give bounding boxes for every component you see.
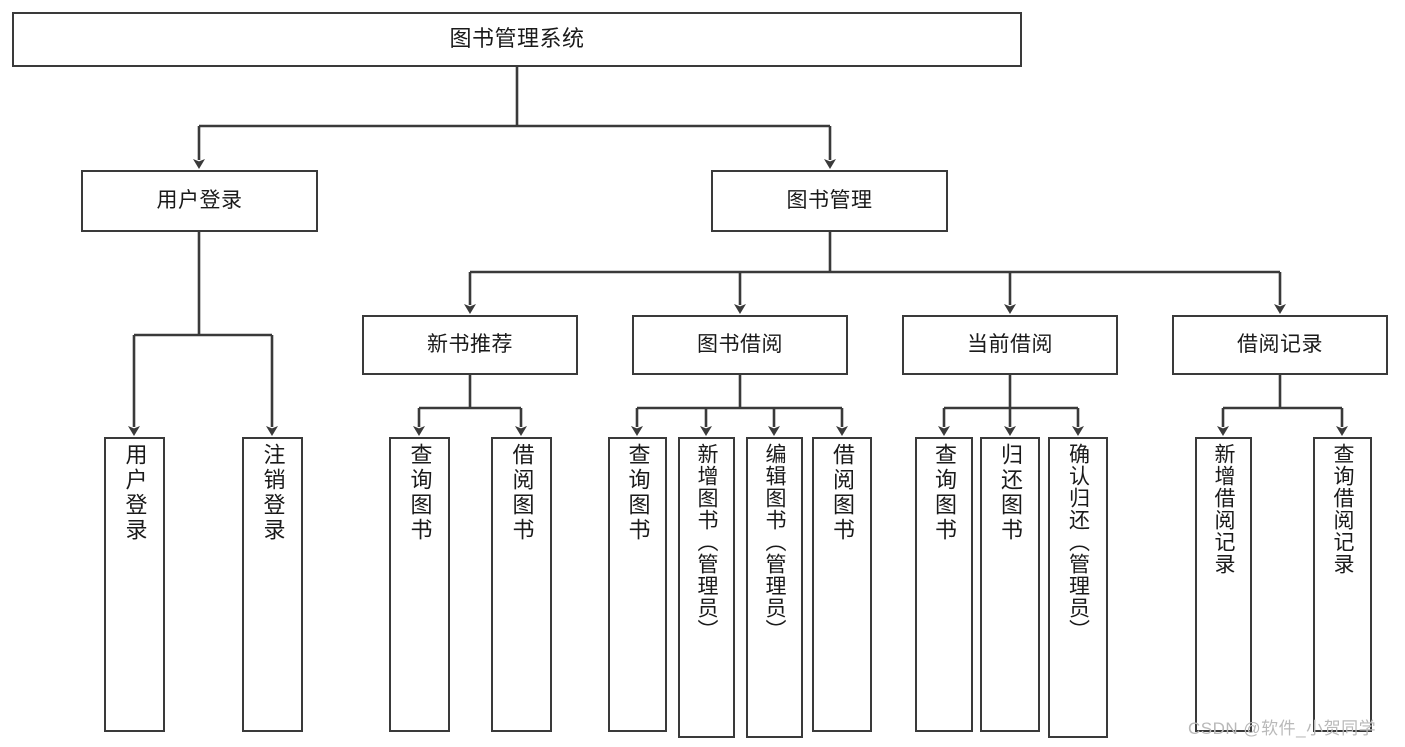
- node-label: 确认归还（管理员）: [1066, 443, 1090, 641]
- node-leaf-query-book-recommend[interactable]: 查询图书: [389, 437, 450, 732]
- node-label: 用户登录: [156, 189, 243, 213]
- node-leaf-add-borrow-record[interactable]: 新增借阅记录: [1195, 437, 1252, 732]
- node-label: 归还图书: [998, 443, 1023, 543]
- node-leaf-borrow-book-recommend[interactable]: 借阅图书: [491, 437, 552, 732]
- node-leaf-edit-book-admin[interactable]: 编辑图书（管理员）: [746, 437, 803, 738]
- node-label: 编辑图书（管理员）: [763, 443, 786, 641]
- node-label: 借阅记录: [1237, 333, 1323, 357]
- node-leaf-borrow-book[interactable]: 借阅图书: [812, 437, 872, 732]
- node-book-management[interactable]: 图书管理: [711, 170, 948, 232]
- node-label: 新增借阅记录: [1212, 443, 1235, 575]
- node-root-system[interactable]: 图书管理系统: [12, 12, 1022, 67]
- node-label: 新增图书（管理员）: [695, 443, 718, 641]
- node-leaf-confirm-return-admin[interactable]: 确认归还（管理员）: [1048, 437, 1108, 738]
- node-label: 借阅图书: [830, 443, 855, 543]
- node-label: 查询图书: [932, 443, 957, 543]
- node-current-borrow[interactable]: 当前借阅: [902, 315, 1118, 375]
- node-new-book-recommend[interactable]: 新书推荐: [362, 315, 578, 375]
- node-leaf-add-book-admin[interactable]: 新增图书（管理员）: [678, 437, 735, 738]
- node-leaf-query-book-current[interactable]: 查询图书: [915, 437, 973, 732]
- node-leaf-user-login[interactable]: 用户登录: [104, 437, 165, 732]
- node-label: 注销登录: [260, 443, 286, 543]
- node-label: 查询借阅记录: [1331, 443, 1354, 575]
- node-label: 查询图书: [625, 443, 651, 543]
- node-label: 图书管理系统: [449, 26, 585, 52]
- node-label: 查询图书: [407, 443, 433, 543]
- node-label: 新书推荐: [427, 333, 513, 357]
- node-borrow-record[interactable]: 借阅记录: [1172, 315, 1388, 375]
- node-leaf-logout[interactable]: 注销登录: [242, 437, 303, 732]
- node-label: 当前借阅: [967, 333, 1053, 357]
- watermark-text: CSDN @软件_小贺同学: [1188, 719, 1377, 738]
- node-label: 图书管理: [786, 189, 873, 213]
- node-leaf-query-borrow-record[interactable]: 查询借阅记录: [1313, 437, 1372, 732]
- node-leaf-return-book[interactable]: 归还图书: [980, 437, 1040, 732]
- node-label: 借阅图书: [509, 443, 535, 543]
- node-label: 图书借阅: [697, 333, 783, 357]
- node-leaf-query-book-borrow[interactable]: 查询图书: [608, 437, 667, 732]
- node-label: 用户登录: [122, 443, 148, 543]
- node-book-borrow[interactable]: 图书借阅: [632, 315, 848, 375]
- node-user-login[interactable]: 用户登录: [81, 170, 318, 232]
